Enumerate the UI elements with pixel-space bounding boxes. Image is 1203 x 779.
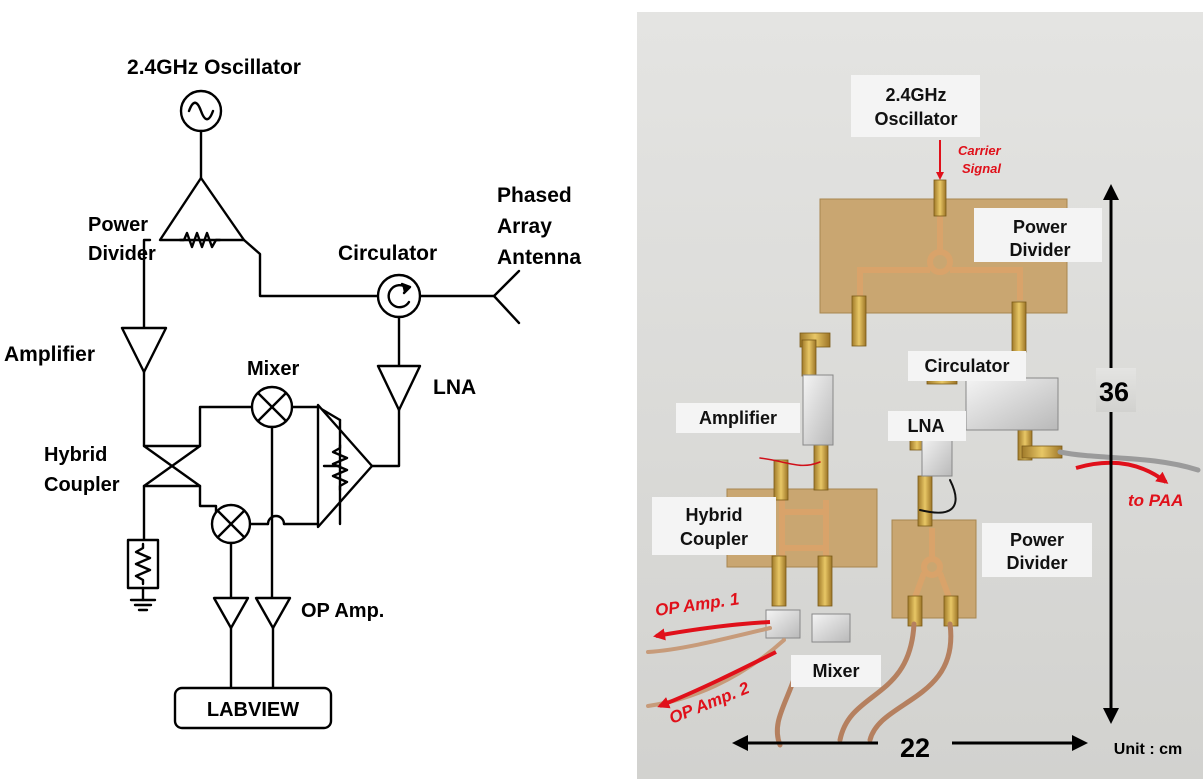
photo-amplifier-label: Amplifier [699, 408, 777, 428]
mixer-box-2 [811, 613, 851, 643]
mixer-symbol-top [250, 385, 294, 429]
power-combiner-symbol [316, 403, 374, 529]
op-amp-2-arrow [657, 650, 777, 709]
labview-label: LABVIEW [207, 699, 299, 721]
to-paa-label: to PAA [1128, 491, 1183, 510]
amplifier-box [802, 374, 834, 446]
oscillator-symbol [179, 89, 223, 133]
op-amp-symbol-2 [254, 596, 292, 630]
copper-traces-top [857, 210, 1023, 300]
width-dimension-label: 22 [900, 733, 930, 763]
circulator-symbol [376, 273, 422, 319]
unit-label: Unit : cm [1114, 741, 1182, 758]
photo-hybrid-coupler-line1: Hybrid [685, 505, 742, 525]
op-amp-symbol-1 [212, 596, 250, 630]
height-arrow-bottom [1103, 708, 1119, 724]
width-arrow-left [732, 735, 748, 751]
wire [198, 405, 253, 448]
wire [142, 238, 152, 330]
power-divider-label-line1: Power [88, 214, 148, 236]
antenna-label-line3: Antenna [497, 246, 581, 269]
photo-oscillator-label-line1: 2.4GHz [885, 85, 946, 105]
wire [242, 238, 380, 298]
photo-power-divider-bottom-line2: Divider [1006, 553, 1067, 573]
mixer-box-1 [765, 609, 801, 639]
hybrid-coupler-symbol [142, 444, 202, 488]
width-arrow-right [1072, 735, 1088, 751]
photo-power-divider-bottom-line1: Power [1010, 530, 1064, 550]
photo-mixer-label: Mixer [812, 661, 859, 681]
photo-label-boxes [652, 75, 1102, 687]
hybrid-coupler-label-line1: Hybrid [44, 444, 107, 466]
height-label-bg [1096, 368, 1136, 412]
amplifier-symbol [120, 326, 168, 374]
height-dimension-label: 36 [1099, 377, 1129, 407]
oscillator-label: 2.4GHz Oscillator [127, 56, 301, 79]
copper-traces-bottom [911, 528, 953, 602]
antenna-label-line1: Phased [497, 184, 572, 207]
photo-hybrid-coupler-line2: Coupler [680, 529, 748, 549]
hybrid-coupler-label-line2: Coupler [44, 474, 120, 496]
wire [370, 408, 401, 468]
power-divider-label-line2: Divider [88, 243, 156, 265]
carrier-signal-label-line1: Carrier [958, 143, 1002, 158]
amplifier-label: Amplifier [4, 343, 95, 366]
antenna-symbol [492, 269, 521, 325]
mixer-label: Mixer [247, 358, 299, 380]
photo-lna-label: LNA [908, 416, 945, 436]
photo-power-divider-top-line2: Divider [1009, 240, 1070, 260]
copper-traces-hybrid [779, 500, 829, 560]
wire-crossover [266, 514, 286, 526]
photo-power-divider-top-line1: Power [1013, 217, 1067, 237]
termination-resistor-symbol [126, 538, 160, 612]
labview-box [173, 686, 333, 730]
circulator-box [965, 377, 1059, 431]
op-amp-1-arrow [653, 620, 771, 641]
sma-connectors [771, 179, 1063, 627]
schematic-diagram [120, 89, 521, 730]
mixer-symbol-bottom [210, 503, 252, 545]
component-boxes [765, 374, 1059, 643]
prototype-photo: 2.4GHz Oscillator Power Divider Circulat… [637, 12, 1203, 779]
carrier-signal-label-line2: Signal [962, 161, 1001, 176]
lna-box [921, 435, 953, 477]
power-divider-symbol [158, 176, 246, 249]
to-paa-arrow [1075, 460, 1169, 484]
photo-circulator-label: Circulator [924, 356, 1009, 376]
lna-symbol [376, 364, 422, 412]
schematic-labels: 2.4GHz Oscillator Power Divider Circulat… [4, 56, 581, 721]
wire [290, 405, 342, 422]
op-amp-label: OP Amp. [301, 600, 384, 622]
antenna-label-line2: Array [497, 215, 552, 238]
photo-oscillator-label-line2: Oscillator [874, 109, 957, 129]
circulator-label: Circulator [338, 242, 437, 265]
height-arrow-top [1103, 184, 1119, 200]
lna-label: LNA [433, 376, 476, 399]
